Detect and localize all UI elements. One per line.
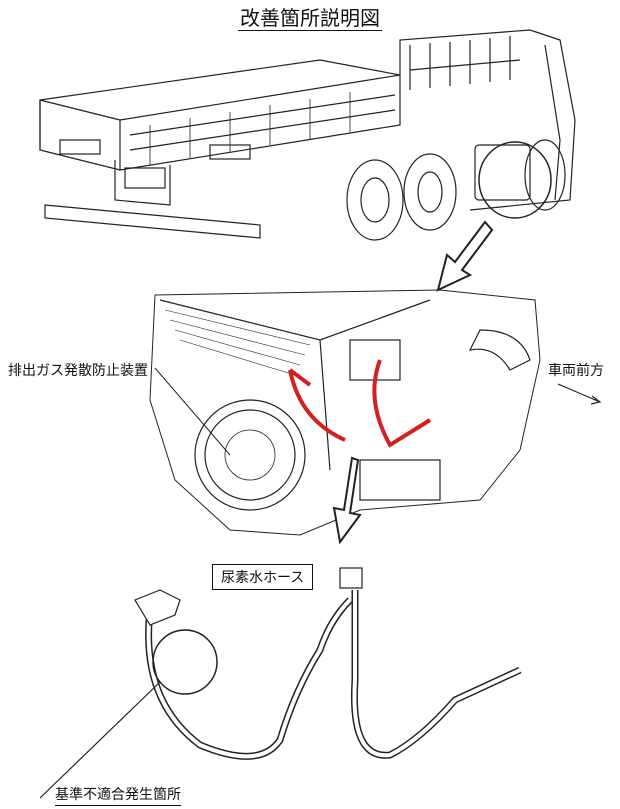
urea-hose-highlight: [288, 359, 432, 448]
diagram-title: 改善箇所説明図: [238, 6, 382, 31]
truck-illustration: [39, 29, 576, 241]
urea-hose-illustration: [39, 567, 522, 799]
defect-pointer-line: [39, 681, 161, 799]
urea-hose-label: 尿素水ホース: [212, 564, 314, 590]
vehicle-front-label: 車両前方: [548, 363, 604, 379]
defect-location-label: 基準不適合発生箇所: [55, 784, 181, 806]
exhaust-emission-device-label: 排出ガス発散防止装置: [8, 363, 148, 379]
arrow-to-hose: [332, 456, 362, 545]
arrow-to-engine: [436, 220, 494, 292]
front-direction-arrow: [557, 383, 602, 405]
engine-illustration: [149, 289, 541, 536]
